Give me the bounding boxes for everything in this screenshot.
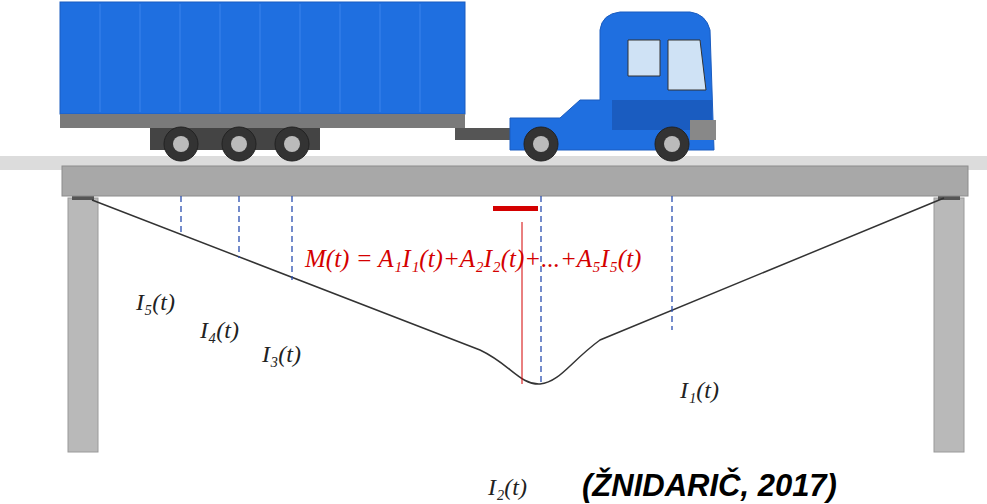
section-marker [493, 206, 538, 211]
trailer-box [60, 2, 465, 114]
axle-lines [181, 196, 672, 383]
influence-label: I₃(t) [262, 342, 301, 366]
left-pier [68, 198, 98, 452]
influence-line [92, 198, 944, 384]
bumper [690, 120, 716, 140]
influence-label: I₄(t) [200, 318, 239, 342]
cab-window [668, 40, 706, 90]
influence-label: I₂(t) [488, 475, 527, 499]
girder [62, 166, 968, 196]
source-citation: (ŽNIDARIČ, 2017) [582, 470, 837, 501]
trailer-ribs [100, 4, 420, 112]
hubs [173, 136, 680, 152]
cab-side-window [628, 40, 660, 76]
wheels [164, 127, 689, 161]
right-pier [934, 198, 964, 452]
moment-formula: M(t) = A₁I₁(t)+A₂I₂(t)+...+A₅I₅(t) [305, 246, 641, 271]
trailer-chassis [60, 114, 465, 128]
influence-label: I₁(t) [680, 378, 719, 402]
influence-label: I₅(t) [136, 290, 175, 314]
truck [60, 2, 716, 161]
